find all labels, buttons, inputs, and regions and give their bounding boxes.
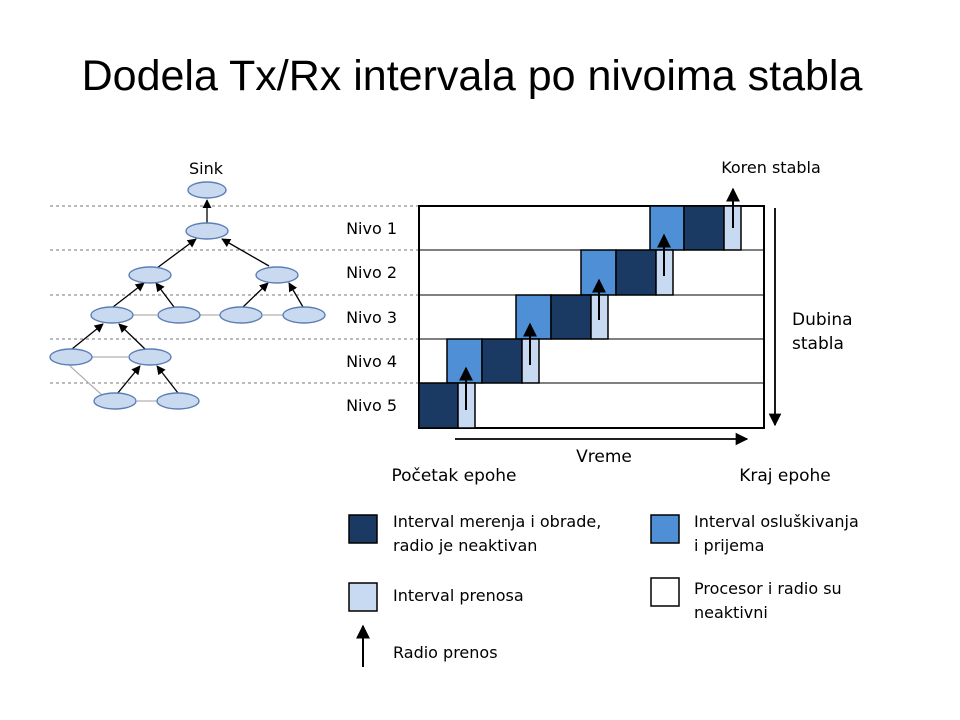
legend-transmit-label: Interval prenosa bbox=[393, 586, 524, 605]
tree-node bbox=[90, 306, 134, 324]
legend-listen-line2: i prijema bbox=[694, 536, 764, 555]
level-label-4: Nivo 4 bbox=[346, 352, 397, 371]
legend-inactive-swatch bbox=[650, 577, 680, 607]
legend: Interval merenja i obrade, radio je neak… bbox=[348, 512, 859, 667]
measure-interval bbox=[481, 338, 523, 384]
tree-nodes bbox=[49, 181, 326, 410]
tree-node bbox=[185, 222, 229, 240]
tree-node bbox=[282, 306, 326, 324]
radio-transmission-arrows bbox=[459, 187, 740, 410]
level-2-intervals bbox=[580, 249, 674, 296]
tree-level-separators bbox=[50, 205, 418, 384]
listen-interval bbox=[446, 338, 483, 384]
level-3-intervals bbox=[515, 294, 609, 340]
level-labels: Nivo 1 Nivo 2 Nivo 3 Nivo 4 Nivo 5 bbox=[346, 219, 397, 415]
depth-label-line2: stabla bbox=[792, 334, 844, 354]
listen-interval bbox=[649, 205, 685, 251]
legend-measure-line2: radio je neaktivan bbox=[393, 536, 537, 555]
routing-tree: Sink bbox=[49, 159, 418, 410]
measure-interval bbox=[550, 294, 592, 340]
epoch-start-label: Početak epohe bbox=[391, 466, 516, 486]
legend-inactive-line1: Procesor i radio su bbox=[694, 579, 842, 598]
legend-inactive-line2: neaktivni bbox=[694, 603, 768, 622]
tree-node bbox=[157, 306, 201, 324]
tree-node bbox=[128, 348, 172, 366]
epoch-end-label: Kraj epohe bbox=[739, 466, 831, 486]
listen-interval bbox=[515, 294, 552, 340]
legend-measure-swatch bbox=[348, 514, 378, 544]
sink-label: Sink bbox=[189, 159, 224, 178]
tree-parent-arrows bbox=[71, 199, 304, 395]
measure-interval bbox=[418, 382, 459, 429]
tree-node bbox=[49, 348, 93, 366]
level-label-3: Nivo 3 bbox=[346, 308, 397, 327]
level-label-2: Nivo 2 bbox=[346, 263, 397, 282]
legend-listen-line1: Interval osluškivanja bbox=[694, 512, 859, 531]
tree-node bbox=[219, 306, 263, 324]
root-label: Koren stabla bbox=[721, 158, 821, 177]
measure-interval bbox=[683, 205, 725, 251]
tree-node bbox=[128, 266, 172, 284]
legend-measure-line1: Interval merenja i obrade, bbox=[393, 512, 601, 531]
depth-label-line1: Dubina bbox=[792, 310, 853, 330]
tree-neighbor-links bbox=[69, 314, 283, 402]
time-label: Vreme bbox=[576, 447, 632, 467]
tree-node bbox=[255, 266, 299, 284]
level-label-5: Nivo 5 bbox=[346, 396, 397, 415]
measure-interval bbox=[615, 249, 657, 296]
legend-radio-label: Radio prenos bbox=[393, 643, 498, 662]
tree-node bbox=[93, 392, 137, 410]
tree-node-sink bbox=[187, 181, 227, 199]
level-4-intervals bbox=[446, 338, 540, 384]
legend-listen-swatch bbox=[650, 514, 680, 544]
tree-node bbox=[156, 392, 200, 410]
level-label-1: Nivo 1 bbox=[346, 219, 397, 238]
page-title: Dodela Tx/Rx intervala po nivoima stabla bbox=[81, 52, 863, 100]
legend-transmit-swatch bbox=[348, 582, 378, 612]
